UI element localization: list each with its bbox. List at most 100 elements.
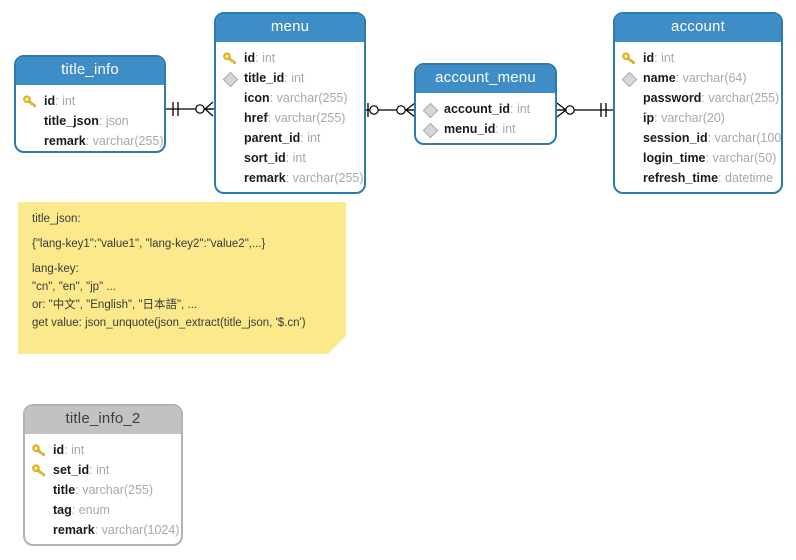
field-type: : varchar(255) — [85, 134, 164, 148]
note-line: "cn", "en", "jp" ... — [32, 281, 116, 293]
field-name: parent_id — [244, 131, 301, 145]
field-type: : varchar(20) — [654, 111, 725, 125]
entity-title-title_info_2: title_info_2 — [25, 406, 181, 434]
field-row[interactable]: remark: varchar(1024) — [25, 520, 181, 540]
field-name: sort_id — [244, 151, 286, 165]
field-row[interactable]: sort_id: int — [216, 148, 364, 168]
primary-key-icon — [223, 52, 237, 65]
field-row[interactable]: ip: varchar(20) — [615, 108, 781, 128]
field-row[interactable]: id: int — [216, 48, 364, 68]
field-type: : varchar(50) — [705, 151, 777, 165]
field-name: remark — [53, 523, 95, 537]
field-type: : int — [64, 443, 85, 457]
field-row[interactable]: id: int — [25, 440, 181, 460]
entity-account_menu[interactable]: account_menu account_id: int menu_id: in… — [414, 63, 557, 145]
note-line: get value: json_unquote(json_extract(tit… — [32, 317, 306, 329]
primary-key-icon — [23, 95, 37, 108]
field-name: id — [53, 443, 65, 457]
field-row[interactable]: title_json: json — [16, 111, 164, 131]
field-type: : int — [285, 151, 306, 165]
entity-title-menu: menu — [216, 14, 364, 42]
foreign-key-icon — [621, 71, 638, 88]
primary-key-icon — [622, 52, 636, 65]
field-name: id — [244, 51, 256, 65]
foreign-key-icon — [222, 71, 239, 88]
entity-account[interactable]: account id: int name: varchar(64) passwo… — [613, 12, 783, 194]
note-line: or: "中文", "English", "日本語", ... — [32, 299, 198, 311]
note-fold-corner-icon — [328, 336, 346, 354]
field-row[interactable]: id: int — [16, 91, 164, 111]
title-json-note[interactable]: title_json: {"lang-key1":"value1", "lang… — [18, 202, 346, 354]
field-type: : int — [89, 463, 110, 477]
field-name: title — [53, 483, 76, 497]
field-row[interactable]: session_id: varchar(100) — [615, 128, 781, 148]
field-row[interactable]: icon: varchar(255) — [216, 88, 364, 108]
primary-key-icon — [32, 464, 46, 477]
field-name: password — [643, 91, 702, 105]
field-row[interactable]: set_id: int — [25, 460, 181, 480]
field-name: id — [643, 51, 655, 65]
field-type: : int — [300, 131, 321, 145]
field-row[interactable]: id: int — [615, 48, 781, 68]
field-name: id — [44, 94, 56, 108]
field-type: : varchar(100) — [707, 131, 783, 145]
field-type: : varchar(255) — [75, 483, 154, 497]
field-type: : varchar(64) — [675, 71, 747, 85]
field-type: : int — [284, 71, 305, 85]
field-row[interactable]: remark: varchar(255) — [16, 131, 164, 151]
field-type: : json — [98, 114, 129, 128]
field-row[interactable]: account_id: int — [416, 99, 555, 119]
entity-title-account: account — [615, 14, 781, 42]
field-row[interactable]: title: varchar(255) — [25, 480, 181, 500]
primary-key-icon — [32, 444, 46, 457]
foreign-key-icon — [422, 122, 439, 139]
field-row[interactable]: remark: varchar(255) — [216, 168, 364, 188]
field-name: title_id — [244, 71, 285, 85]
note-line: lang-key: — [32, 263, 79, 275]
entity-title_info_2[interactable]: title_info_2 id: int set_id: int t — [23, 404, 183, 546]
field-name: ip — [643, 111, 655, 125]
field-row[interactable]: name: varchar(64) — [615, 68, 781, 88]
field-name: session_id — [643, 131, 708, 145]
entity-title-account_menu: account_menu — [416, 65, 555, 93]
field-type: : enum — [71, 503, 110, 517]
field-name: title_json — [44, 114, 99, 128]
field-type: : varchar(255) — [285, 171, 364, 185]
field-row[interactable]: menu_id: int — [416, 119, 555, 139]
entity-fields-title_info_2: id: int set_id: int title: varchar(255) … — [25, 434, 181, 544]
entity-menu[interactable]: menu id: int title_id: int icon: varchar… — [214, 12, 366, 194]
field-row[interactable]: parent_id: int — [216, 128, 364, 148]
field-row[interactable]: tag: enum — [25, 500, 181, 520]
note-line: {"lang-key1":"value1", "lang-key2":"valu… — [32, 238, 266, 250]
field-name: refresh_time — [643, 171, 719, 185]
field-type: : datetime — [718, 171, 773, 185]
field-type: : int — [55, 94, 76, 108]
field-name: icon — [244, 91, 270, 105]
field-row[interactable]: password: varchar(255) — [615, 88, 781, 108]
field-name: login_time — [643, 151, 706, 165]
field-type: : int — [495, 122, 516, 136]
field-name: href — [244, 111, 268, 125]
field-type: : varchar(255) — [701, 91, 780, 105]
field-name: remark — [244, 171, 286, 185]
field-type: : varchar(255) — [267, 111, 346, 125]
field-row[interactable]: title_id: int — [216, 68, 364, 88]
entity-fields-account_menu: account_id: int menu_id: int — [416, 93, 555, 143]
field-row[interactable]: href: varchar(255) — [216, 108, 364, 128]
field-name: name — [643, 71, 676, 85]
entity-fields-account: id: int name: varchar(64) password: varc… — [615, 42, 781, 192]
field-name: set_id — [53, 463, 90, 477]
field-name: remark — [44, 134, 86, 148]
note-line: title_json: — [32, 213, 81, 225]
field-name: account_id — [444, 102, 510, 116]
field-type: : varchar(255) — [269, 91, 348, 105]
field-row[interactable]: login_time: varchar(50) — [615, 148, 781, 168]
field-name: menu_id — [444, 122, 496, 136]
entity-title-title_info: title_info — [16, 57, 164, 85]
entity-title_info[interactable]: title_info id: int title_json: json rema… — [14, 55, 166, 153]
field-row[interactable]: refresh_time: datetime — [615, 168, 781, 188]
field-type: : int — [255, 51, 276, 65]
field-type: : int — [510, 102, 531, 116]
entity-fields-title_info: id: int title_json: json remark: varchar… — [16, 85, 164, 151]
